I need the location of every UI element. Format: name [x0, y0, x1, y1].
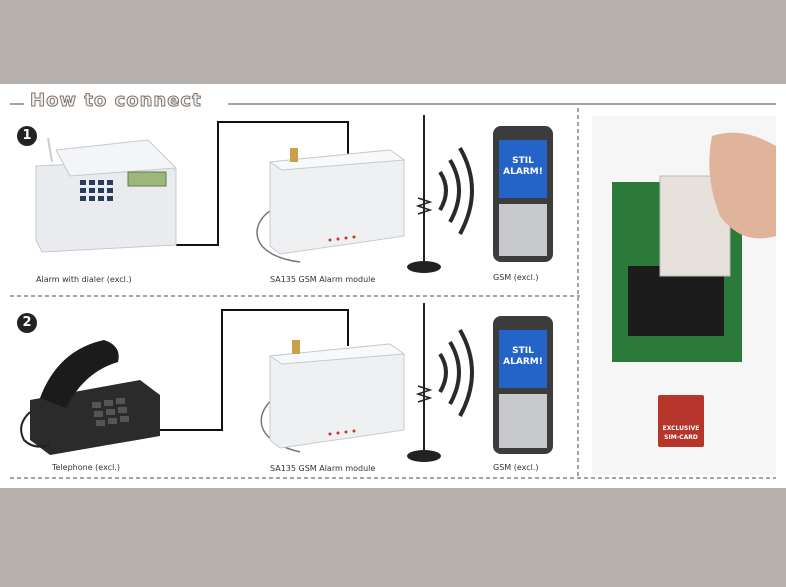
alarm-panel-illustration	[36, 138, 176, 252]
heading-title: How to connect	[30, 90, 202, 111]
caption-gsm-phone-row1: GSM (excl.)	[493, 273, 539, 282]
step-number-2: 2	[17, 313, 37, 333]
phone-screen-text-row2: STIL ALARM!	[499, 346, 547, 368]
signal-waves-row1	[440, 148, 472, 234]
telephone-illustration	[21, 340, 160, 455]
exclusive-sim-card-badge: EXCLUSIVE SIM-CARD	[658, 395, 704, 447]
signal-waves-row2	[440, 330, 472, 416]
gsm-module-illustration-row1	[270, 148, 404, 254]
caption-gsm-phone-row2: GSM (excl.)	[493, 463, 539, 472]
caption-gsm-module-row1: SA135 GSM Alarm module	[270, 275, 375, 284]
caption-telephone: Telephone (excl.)	[52, 463, 120, 472]
gsm-module-illustration-row2	[270, 340, 404, 448]
caption-alarm-with-dialer: Alarm with dialer (excl.)	[36, 275, 132, 284]
gsm-phone-illustration-row2	[493, 316, 553, 454]
antenna-row2	[407, 303, 441, 462]
badge-line2: SIM-CARD	[658, 434, 704, 441]
phone-screen-text-row1: STIL ALARM!	[499, 156, 547, 178]
antenna-row1	[407, 115, 441, 273]
badge-line1: EXCLUSIVE	[658, 425, 704, 432]
step-number-1: 1	[17, 126, 37, 146]
caption-gsm-module-row2: SA135 GSM Alarm module	[270, 464, 375, 473]
gsm-phone-illustration-row1	[493, 126, 553, 262]
